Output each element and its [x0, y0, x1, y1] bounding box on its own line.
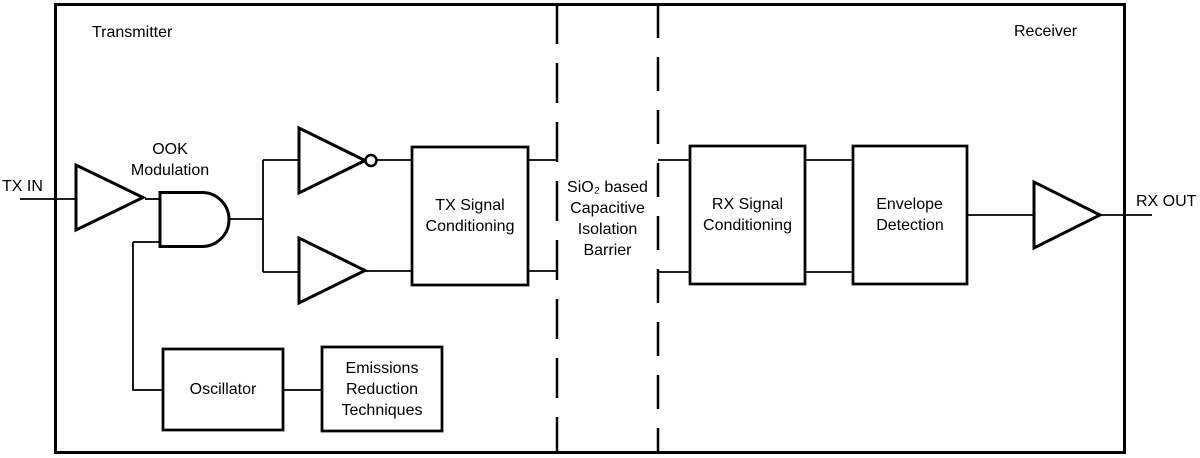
tx-signal-conditioning-label: TX Signal Conditioning: [425, 197, 515, 235]
envelope-detection-box-outline: [851, 144, 969, 286]
and-gate-icon: [158, 191, 231, 248]
wires: [20, 159, 1152, 391]
transmitter-region-label: Transmitter: [92, 24, 173, 41]
tx-in-port-label: TX IN: [2, 178, 43, 195]
emissions-reduction-label: Emissions Reduction Techniques: [341, 359, 423, 419]
ook-modulation-label: OOK Modulation: [130, 141, 210, 179]
oscillator-label: Oscillator: [189, 381, 257, 398]
buffer-gate-icon: [297, 235, 369, 306]
rx-out-port-label: RX OUT: [1136, 193, 1197, 210]
receiver-region-label: Receiver: [1014, 23, 1078, 40]
buffer-gate-icon: [74, 162, 147, 233]
buffer-gate-icon: [1032, 179, 1104, 251]
wire-oscillator-feed: [132, 242, 163, 391]
enclosure-outline: [54, 3, 1126, 454]
inverter-bubble-icon: [364, 153, 378, 168]
rx-signal-conditioning-box-outline: [688, 144, 807, 286]
rx-signal-conditioning-label: RX Signal Conditioning: [703, 196, 792, 234]
tx-signal-conditioning-box-outline: [410, 145, 530, 287]
envelope-detection-label: Envelope Detection: [876, 196, 944, 234]
emissions-box-outline: [320, 345, 444, 433]
inverter-gate-icon: [297, 125, 369, 196]
oscillator-box-outline: [161, 347, 285, 432]
isolation-barrier-label: SiO₂ based Capacitive Isolation Barrier: [567, 179, 648, 259]
